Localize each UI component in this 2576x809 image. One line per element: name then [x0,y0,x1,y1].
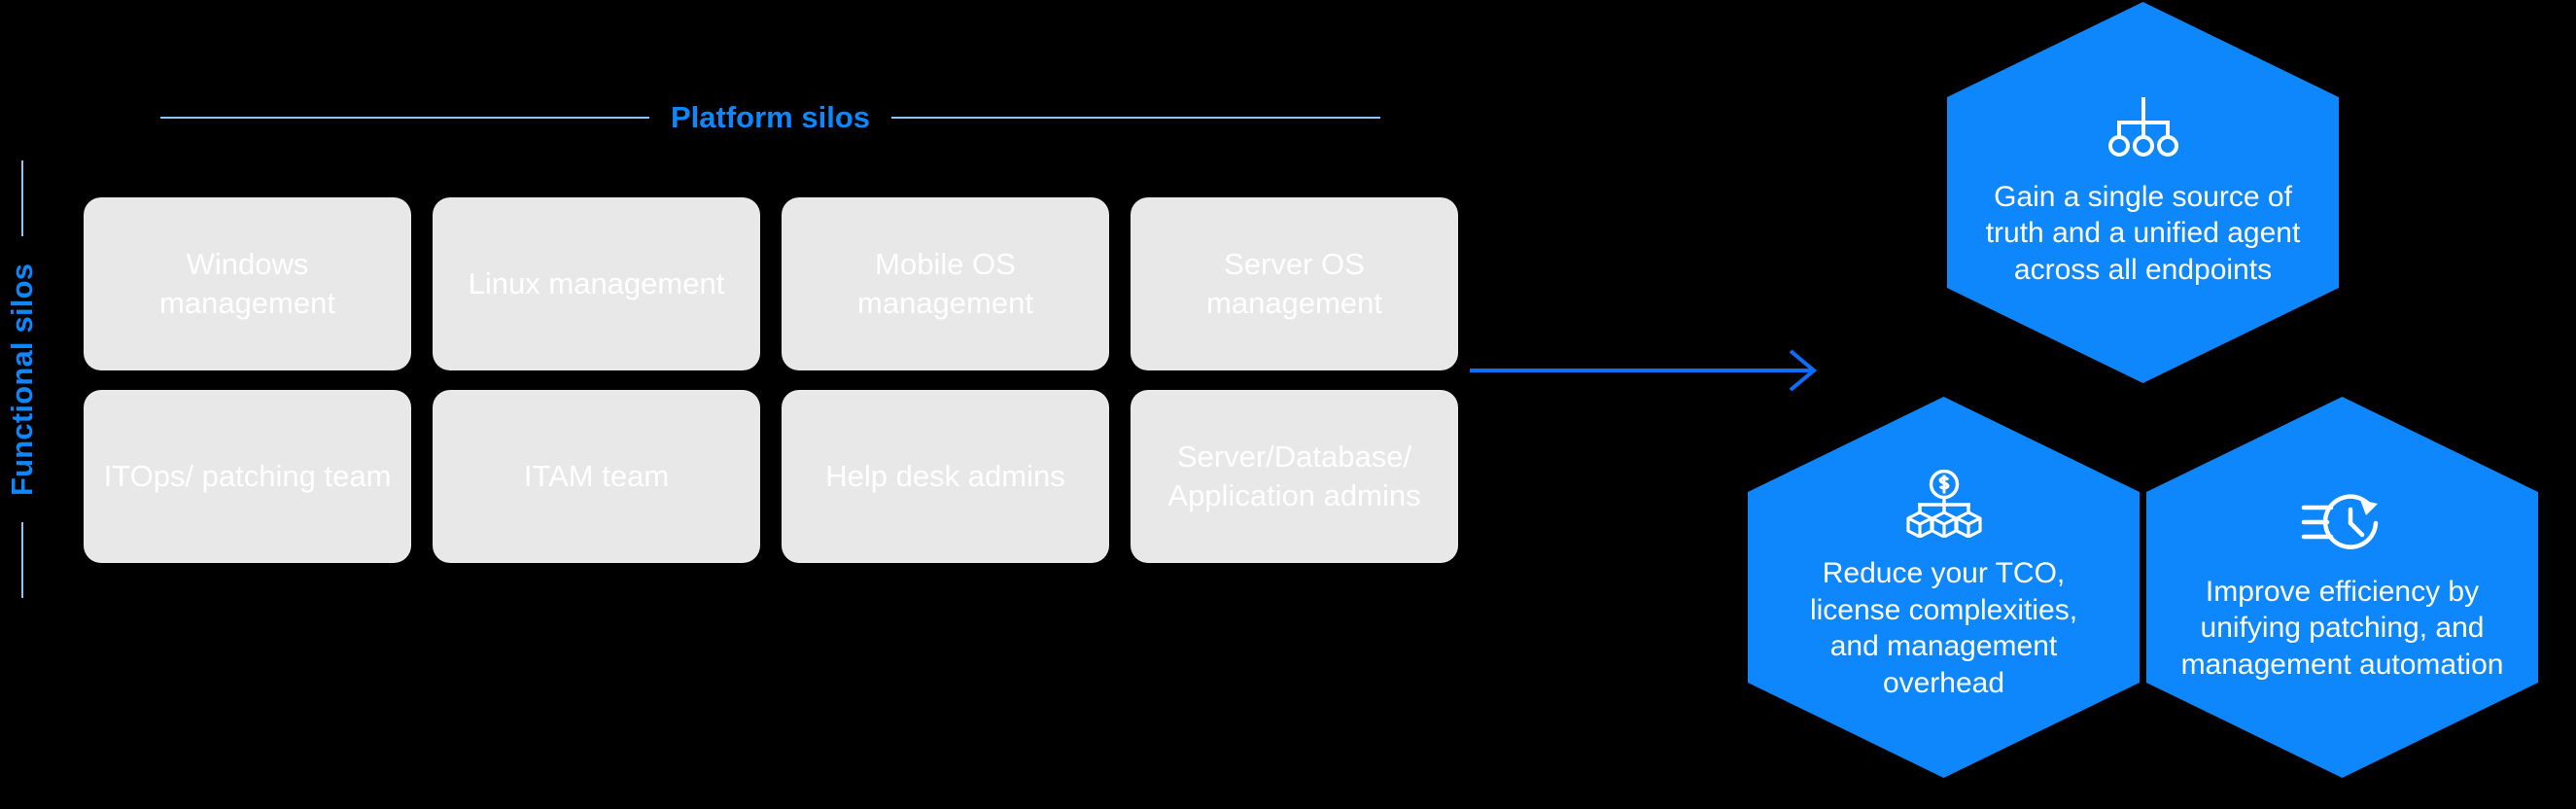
silo-box[interactable]: ITOps/ patching team [84,390,411,563]
benefit-hexagon-improve-efficiency[interactable]: Improve efficiency by unifying patching,… [2146,397,2538,778]
cost-distribution-icon [1903,470,1985,538]
silo-box[interactable]: Windows management [84,197,411,370]
silo-box[interactable]: Help desk admins [782,390,1109,563]
silo-grid: Windows management Linux management Mobi… [84,197,1469,564]
axis-line-top [21,160,23,236]
silo-box[interactable]: Server/Database/ Application admins [1131,390,1458,563]
silo-box[interactable]: Linux management [433,197,760,370]
axis-line-right [891,117,1380,119]
silo-box[interactable]: ITAM team [433,390,760,563]
benefit-hexagon-single-source[interactable]: Gain a single source of truth and a unif… [1947,2,2339,383]
hierarchy-icon [2107,96,2178,158]
axis-line-bottom [21,522,23,598]
functional-silos-axis: Functional silos [0,160,45,598]
silo-box[interactable]: Mobile OS management [782,197,1109,370]
benefit-text: Reduce your TCO, license complexities, a… [1809,557,2078,699]
platform-silos-label: Platform silos [671,100,870,134]
benefit-hexagon-reduce-tco[interactable]: Reduce your TCO, license complexities, a… [1748,397,2140,778]
axis-line-left [160,117,649,119]
benefit-text: Improve efficiency by unifying patching,… [2180,575,2504,681]
functional-silos-label: Functional silos [5,263,39,496]
benefit-text: Gain a single source of truth and a unif… [1985,180,2301,286]
benefits-cluster: Gain a single source of truth and a unif… [1701,0,2576,809]
right-arrow-icon [1470,349,1818,392]
silo-box[interactable]: Server OS management [1131,197,1458,370]
fast-clock-icon [2300,492,2385,552]
platform-silos-axis: Platform silos [160,100,1380,135]
